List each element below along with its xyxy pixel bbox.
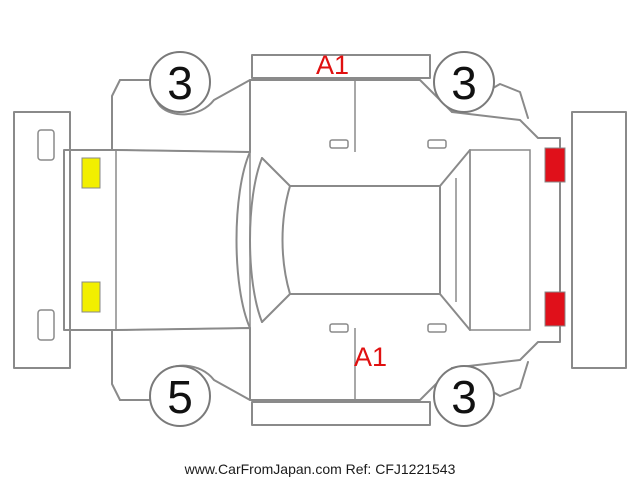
rear-bumper — [571, 111, 627, 369]
front-left-lamp — [81, 157, 101, 189]
wheel-rear-right: 3 — [433, 365, 495, 427]
footer-reference: www.CarFromJapan.com Ref: CFJ1221543 — [184, 461, 456, 477]
wheel-front-left: 3 — [149, 51, 211, 113]
damage-code-right-side: A1 — [354, 342, 387, 372]
tire-value-rear-left: 3 — [451, 57, 477, 109]
rear-left-lamp — [544, 147, 566, 183]
front-lamps — [81, 157, 101, 313]
front-bumper — [13, 111, 71, 369]
roof-and-windows — [235, 149, 471, 331]
rear-right-lamp — [544, 291, 566, 327]
tire-value-front-right: 5 — [167, 371, 193, 423]
wheel-rear-left: 3 — [433, 51, 495, 113]
tire-value-front-left: 3 — [167, 57, 193, 109]
front-right-lamp — [81, 281, 101, 313]
car-body-outline — [63, 79, 561, 401]
left-side-panel — [111, 54, 529, 152]
tire-value-rear-right: 3 — [451, 371, 477, 423]
rear-lamps — [544, 147, 566, 327]
damage-code-left-side: A1 — [316, 50, 349, 80]
wheel-front-right: 5 — [149, 365, 211, 427]
